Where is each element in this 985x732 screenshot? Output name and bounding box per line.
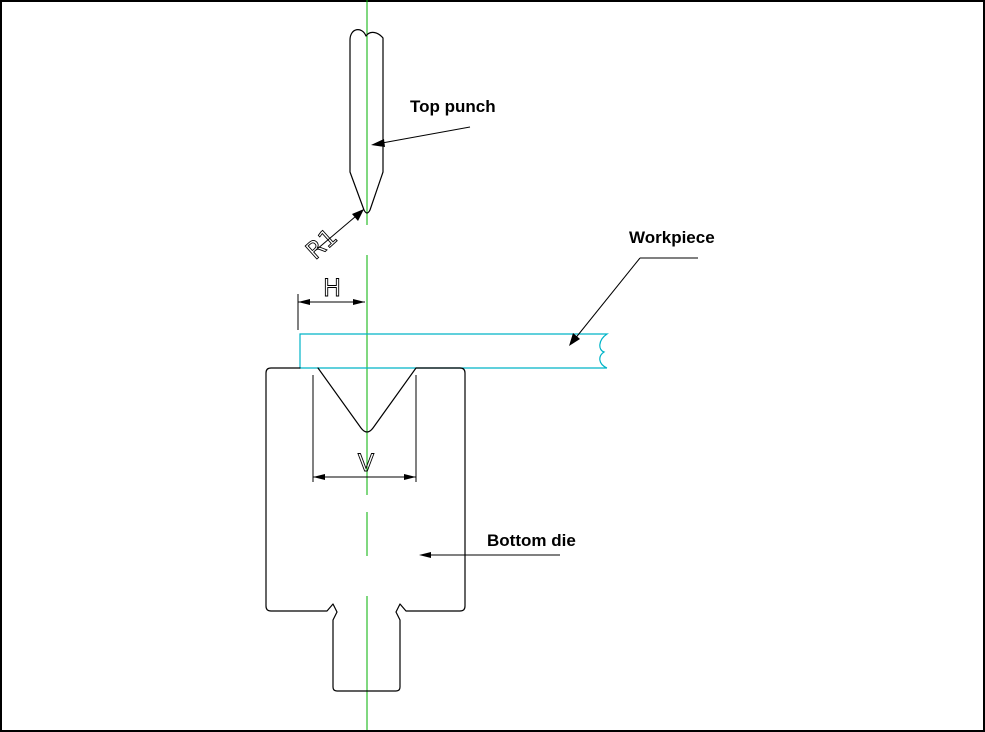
radius-label: R1 (300, 223, 342, 265)
top-punch-label: Top punch (410, 97, 496, 116)
v-opening-dimension (312, 375, 417, 482)
workpiece-label: Workpiece (629, 228, 715, 247)
top-punch-shape (349, 29, 384, 214)
height-label: H (323, 274, 341, 302)
height-dimension (297, 294, 365, 330)
bottom-die-label: Bottom die (487, 531, 576, 550)
bottom-die-leader (419, 552, 560, 558)
top-punch-leader (371, 126, 471, 147)
workpiece-leader (569, 257, 698, 346)
v-opening-label: V (358, 449, 375, 477)
bottom-die-shape (265, 367, 466, 692)
radius-dimension (315, 209, 364, 251)
workpiece-shape (299, 333, 609, 369)
